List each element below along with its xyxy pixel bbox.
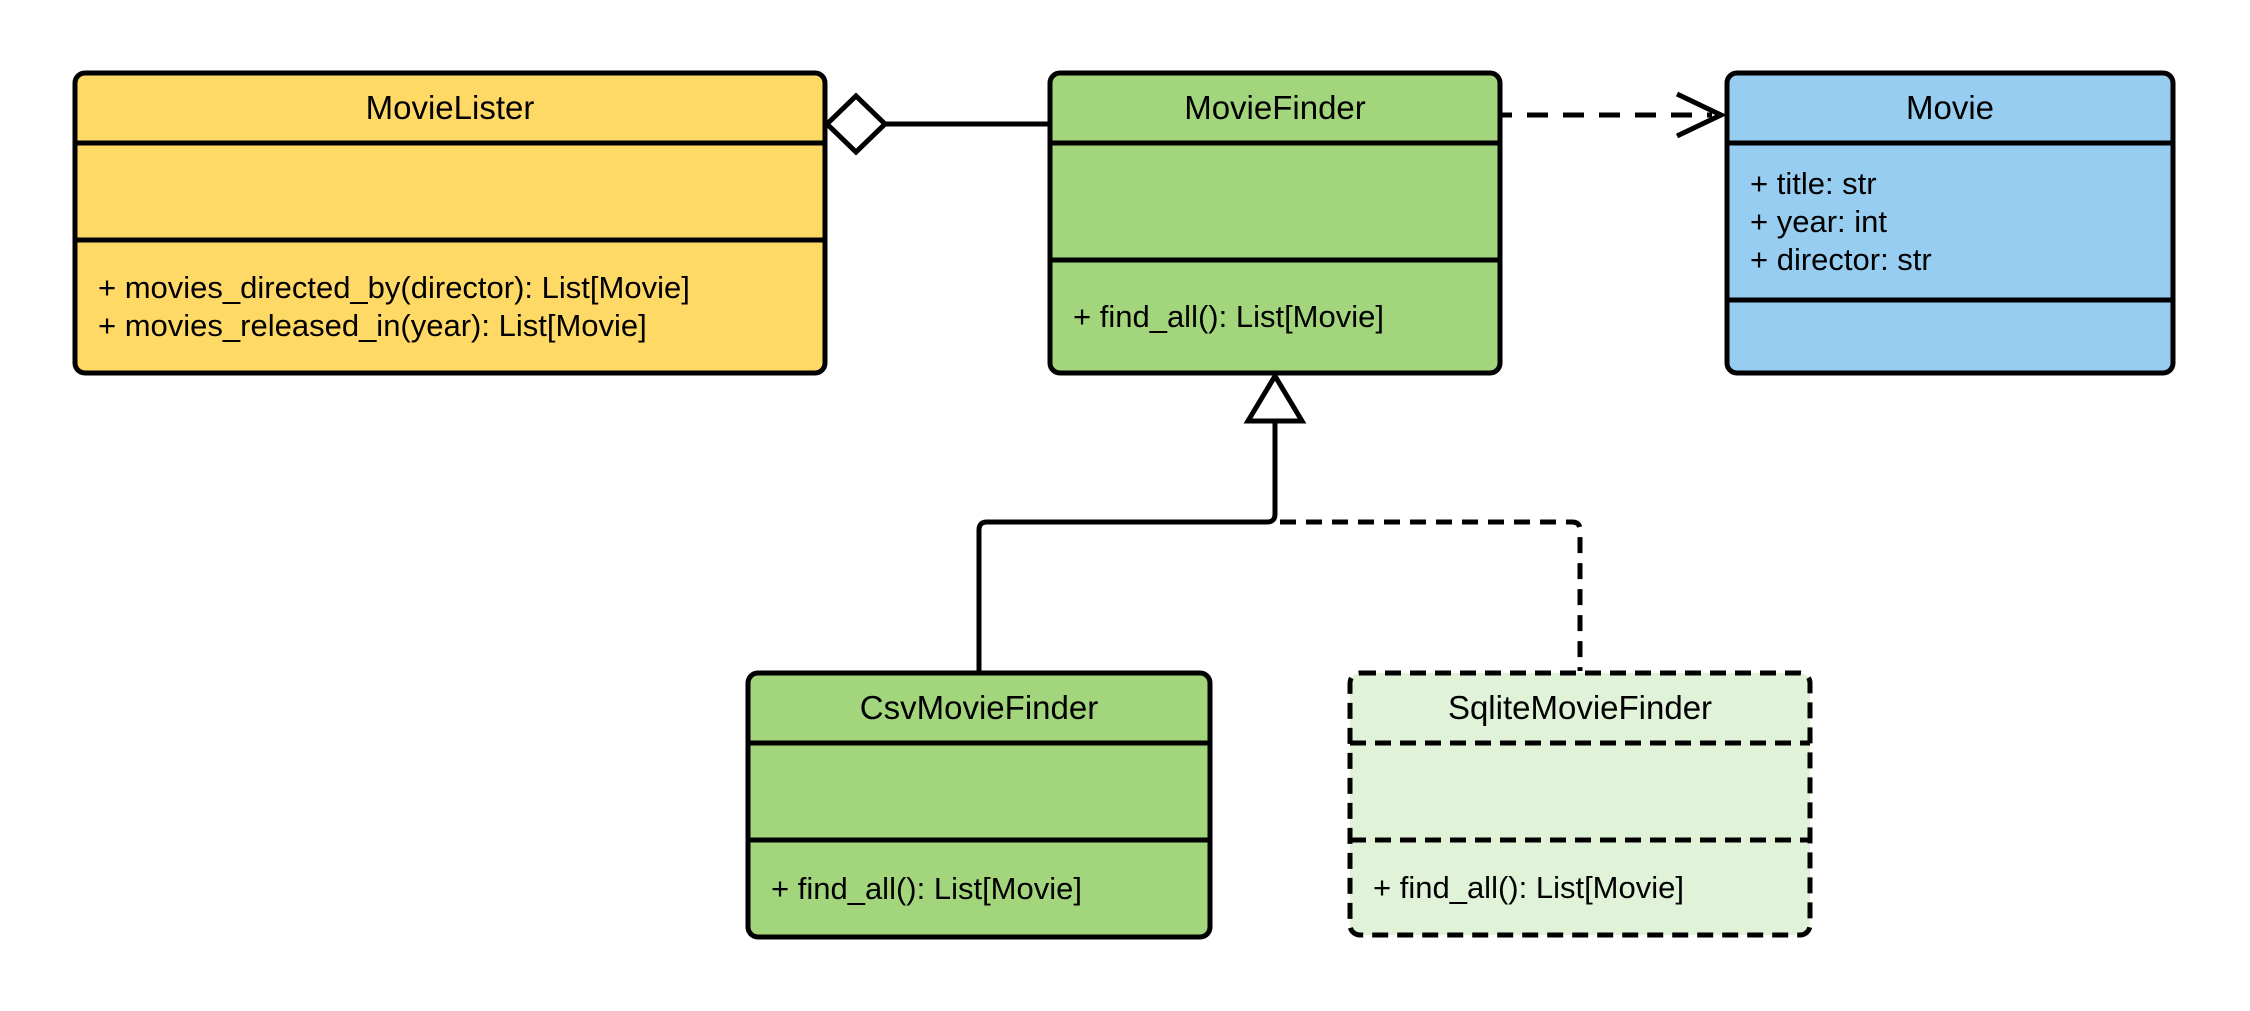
class-box-sqlitemoviefinder[interactable] bbox=[1347, 670, 1813, 938]
class-methods-sqlitemoviefinder: + find_all(): List[Movie] bbox=[1350, 840, 1810, 935]
aggregation-edge-movielister-moviefinder[interactable] bbox=[823, 92, 1050, 156]
class-title-sqlitemoviefinder: SqliteMovieFinder bbox=[1447, 689, 1713, 726]
class-box-csvmoviefinder-body[interactable] bbox=[745, 670, 1213, 940]
class-methods-moviefinder: + find_all(): List[Movie] bbox=[1050, 260, 1500, 373]
class-box-csvmoviefinder[interactable] bbox=[745, 670, 1213, 940]
method-label: + find_all(): List[Movie] bbox=[1373, 869, 1684, 905]
class-box-movielister-body[interactable] bbox=[72, 70, 828, 376]
dependency-open-arrowhead-icon bbox=[1675, 91, 1727, 139]
method-label: + find_all(): List[Movie] bbox=[771, 870, 1082, 906]
class-box-moviefinder[interactable] bbox=[1047, 70, 1503, 376]
class-box-moviefinder-body[interactable] bbox=[1047, 70, 1503, 376]
dependency-edge-moviefinder-movie[interactable] bbox=[1500, 91, 1727, 139]
class-attributes-movie: + title: str + year: int + director: str bbox=[1727, 143, 2173, 300]
aggregation-diamond-icon bbox=[823, 92, 889, 156]
attribute-label: + year: int bbox=[1750, 203, 1887, 239]
attribute-label: + title: str bbox=[1750, 165, 1877, 201]
generalization-solid-branch-line bbox=[976, 513, 1278, 671]
method-label: + movies_released_in(year): List[Movie] bbox=[98, 307, 647, 343]
class-box-movielister[interactable] bbox=[72, 70, 828, 376]
class-methods-movielister: + movies_directed_by(director): List[Mov… bbox=[75, 240, 825, 373]
class-methods-csvmoviefinder: + find_all(): List[Movie] bbox=[748, 840, 1210, 937]
method-label: + find_all(): List[Movie] bbox=[1073, 298, 1384, 334]
class-title-csvmoviefinder: CsvMovieFinder bbox=[859, 689, 1099, 726]
generalization-triangle-icon bbox=[1243, 371, 1307, 424]
class-box-sqlitemoviefinder-body[interactable] bbox=[1347, 670, 1813, 938]
generalization-dashed-branch-line bbox=[1280, 519, 1583, 671]
attribute-label: + director: str bbox=[1750, 241, 1932, 277]
class-title-movielister: MovieLister bbox=[365, 89, 535, 126]
class-box-movie[interactable] bbox=[1724, 70, 2176, 376]
class-title-moviefinder: MovieFinder bbox=[1184, 89, 1366, 126]
method-label: + movies_directed_by(director): List[Mov… bbox=[98, 269, 690, 305]
generalization-edge-csvmoviefinder-moviefinder[interactable] bbox=[976, 371, 1307, 671]
class-title-movie: Movie bbox=[1905, 89, 1995, 126]
generalization-edge-sqlitemoviefinder-moviefinder[interactable] bbox=[1280, 519, 1583, 671]
